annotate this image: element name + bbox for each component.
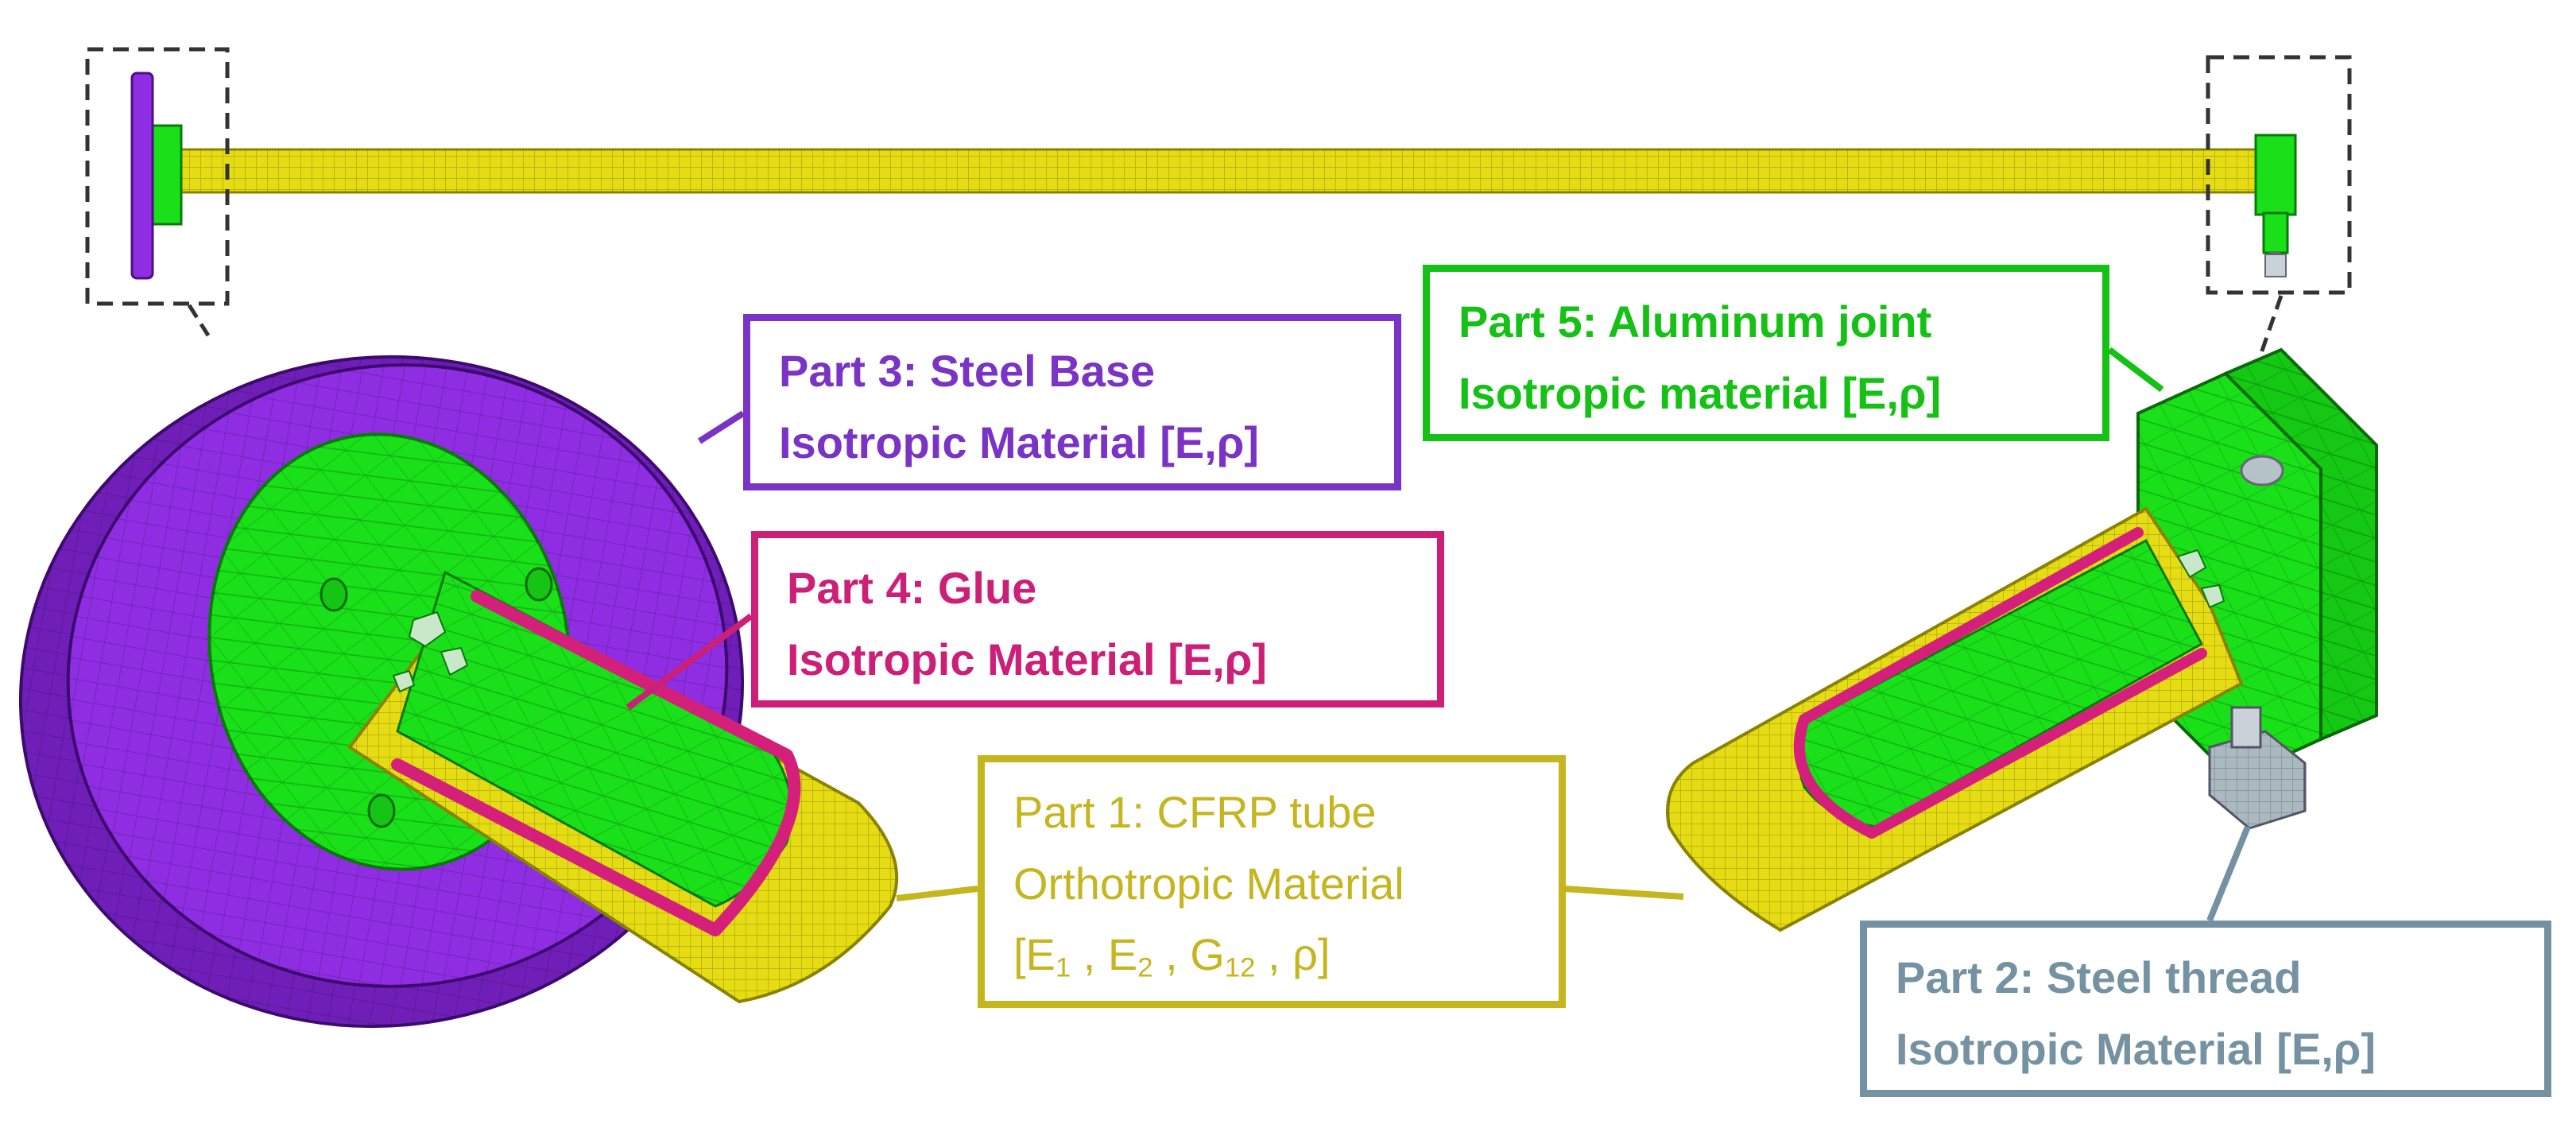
overview-steel-thread-nut xyxy=(2264,254,2287,277)
aluminum-pin-right-mesh xyxy=(1798,541,2202,827)
glue-layer-left-end xyxy=(711,752,801,935)
flange-bolt-hole-1 xyxy=(320,577,348,612)
right-detail-box xyxy=(2206,55,2352,295)
label-part1-cfrp-tube: Part 1: CFRP tube Orthotropic Material [… xyxy=(978,755,1566,1008)
part4-title: Part 4: Glue xyxy=(787,563,1037,613)
part4-material: Isotropic Material [E,ρ] xyxy=(787,634,1268,684)
overview-right-joint xyxy=(2254,134,2297,216)
overview-left-joint xyxy=(151,124,183,226)
steel-thread-nut-mesh xyxy=(2210,731,2305,828)
part5-material: Isotropic material [E,ρ] xyxy=(1458,367,1942,418)
glue-layer-right-bottom xyxy=(1866,648,2207,839)
part2-material: Isotropic Material [E,ρ] xyxy=(1896,1023,2377,1074)
leader-part1-right xyxy=(1563,886,1684,900)
glue-fracture-left xyxy=(392,611,469,693)
glue-fracture-right xyxy=(2176,548,2225,609)
left-detail-box xyxy=(85,47,230,306)
left-detail-leader xyxy=(187,304,211,337)
label-part3-steel-base: Part 3: Steel Base Isotropic Material [E… xyxy=(743,314,1401,490)
flange-bolt-hole-3 xyxy=(367,793,396,828)
leader-part3 xyxy=(697,410,746,444)
glue-layer-left-top xyxy=(471,590,793,762)
left-detail xyxy=(19,355,899,1029)
label-part4-glue: Part 4: Glue Isotropic Material [E,ρ] xyxy=(751,531,1444,707)
right-detail xyxy=(1666,347,2378,932)
aluminum-joint-hole xyxy=(2240,455,2284,486)
part1-title: Part 1: CFRP tube xyxy=(1013,787,1377,837)
part3-title: Part 3: Steel Base xyxy=(779,346,1156,396)
part5-title: Part 5: Aluminum joint xyxy=(1458,297,1932,347)
overview-right-joint-cap xyxy=(2262,211,2289,254)
label-part2-steel-thread: Part 2: Steel thread Isotropic Material … xyxy=(1860,921,2551,1097)
part1-properties: [E1 , E2 , G12 , ρ] xyxy=(1013,929,1331,983)
glue-layer-right-end xyxy=(1793,717,1875,839)
part3-material: Isotropic Material [E,ρ] xyxy=(779,417,1260,467)
leader-part2 xyxy=(2206,825,2251,922)
overview-steel-base xyxy=(130,72,154,280)
leader-part1-left xyxy=(896,886,978,901)
glue-layer-right-top xyxy=(1799,527,2144,725)
leader-lines xyxy=(626,347,2251,922)
aluminum-pin-left-mesh xyxy=(397,572,792,906)
leader-part4 xyxy=(626,613,753,711)
part1-material: Orthotropic Material xyxy=(1013,858,1404,909)
label-part5-aluminum-joint: Part 5: Aluminum joint Isotropic materia… xyxy=(1423,265,2109,441)
assembly-overview xyxy=(85,47,2352,374)
glue-layer-left-bottom xyxy=(391,758,722,936)
leader-part5 xyxy=(2107,347,2164,393)
overview-cfrp-tube-mesh xyxy=(175,149,2264,192)
part2-title: Part 2: Steel thread xyxy=(1896,952,2302,1002)
flange-bolt-hole-2 xyxy=(525,567,553,602)
steel-thread-stud xyxy=(2230,706,2262,749)
